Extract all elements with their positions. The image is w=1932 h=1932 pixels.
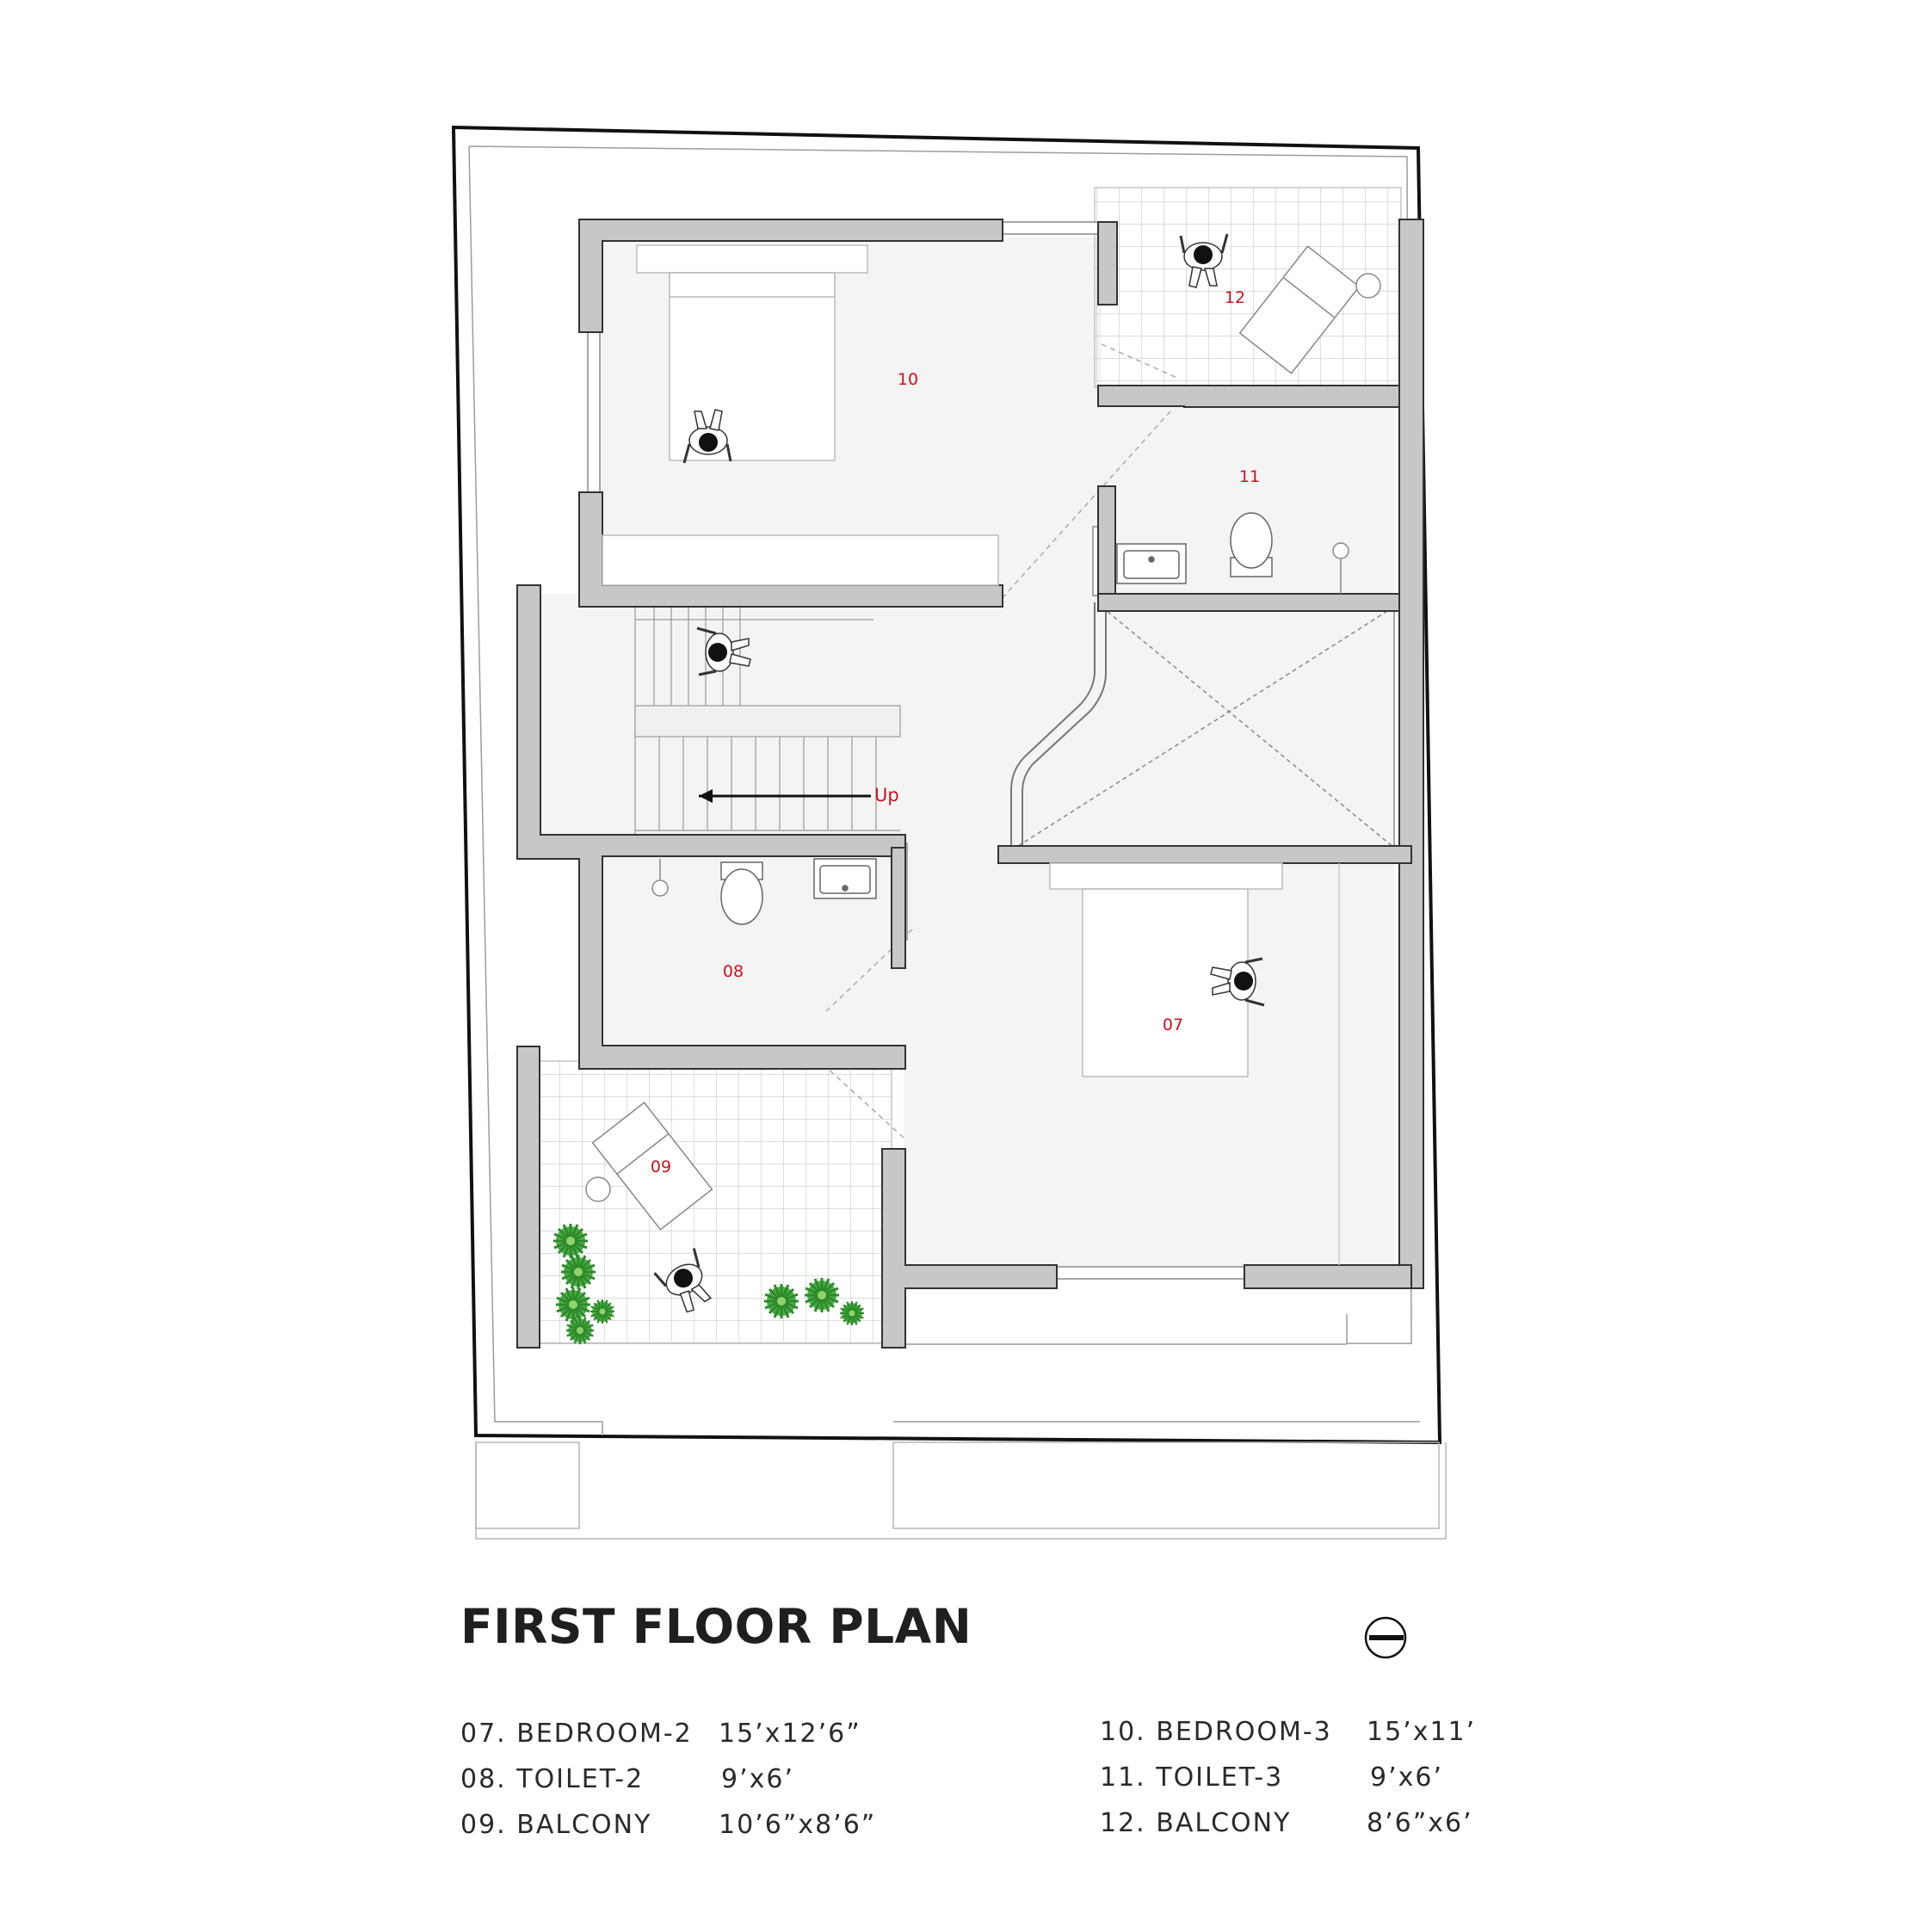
legend-size-10: 15’x11’	[1367, 1717, 1477, 1747]
room-label-08: 08	[723, 962, 744, 981]
legend-item-11: 11. TOILET-3	[1100, 1762, 1284, 1793]
wc-icon	[1230, 512, 1273, 577]
lounge-chair-icon	[585, 245, 1381, 1231]
stair-up-arrow	[699, 789, 871, 803]
bed-icon	[1049, 862, 1340, 1265]
stair-up-label: Up	[874, 785, 899, 806]
staircase	[634, 594, 901, 839]
room-label-11: 11	[1239, 467, 1260, 486]
legend-item-08: 08. TOILET-2	[460, 1764, 645, 1794]
room-label-10: 10	[898, 370, 918, 389]
site-boundary	[451, 125, 1447, 1540]
legend-item-07: 07. BEDROOM-2	[460, 1719, 693, 1749]
room-label-09: 09	[651, 1157, 671, 1176]
walls	[516, 219, 1424, 1349]
shower-icon	[651, 859, 669, 897]
legend-size-12: 8’6”x6’	[1367, 1808, 1473, 1838]
drawing-title: FIRST FLOOR PLAN	[460, 1599, 972, 1654]
washbasin-icon	[1116, 543, 1187, 584]
legend-item-10: 10. BEDROOM-3	[1100, 1717, 1332, 1747]
wc-icon	[720, 861, 763, 925]
room-label-07: 07	[1163, 1015, 1183, 1034]
legend-size-07: 15’x12’6”	[719, 1719, 861, 1749]
legend-item-09: 09. BALCONY	[460, 1810, 652, 1840]
legend-item-12: 12. BALCONY	[1100, 1808, 1292, 1838]
legend-size-09: 10’6”x8’6”	[719, 1810, 877, 1840]
shower-icon	[1332, 542, 1349, 594]
washbasin-icon	[813, 858, 877, 899]
legend-size-08: 9’x6’	[721, 1764, 794, 1794]
legend-size-11: 9’x6’	[1370, 1762, 1443, 1793]
north-arrow-icon	[1364, 1616, 1407, 1659]
room-label-12: 12	[1225, 288, 1245, 307]
